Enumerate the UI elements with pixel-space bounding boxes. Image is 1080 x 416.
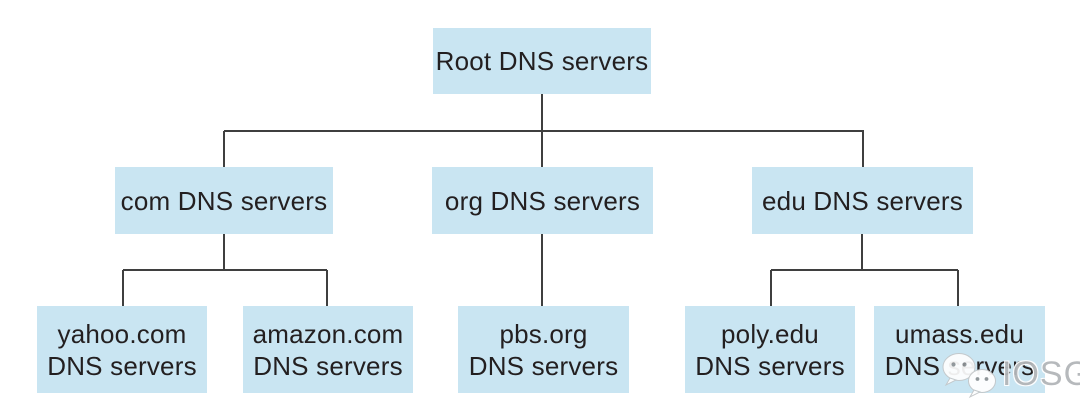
node-label-line1: amazon.com: [252, 318, 404, 349]
node-edu-dns-servers: edu DNS servers: [752, 167, 973, 234]
node-poly-edu-dns-servers: poly.edu DNS servers: [685, 306, 855, 393]
node-label: edu DNS servers: [762, 185, 963, 216]
node-label: org DNS servers: [444, 185, 641, 216]
node-label-line2: DNS servers: [253, 350, 403, 381]
node-label-line1: poly.edu: [721, 318, 819, 349]
node-label-line2: DNS servers: [695, 350, 845, 381]
node-label-line1: umass.edu: [895, 318, 1024, 349]
node-root-dns-servers: Root DNS servers: [433, 28, 651, 94]
node-label-line1: yahoo.com: [57, 318, 187, 349]
node-yahoo-com-dns-servers: yahoo.com DNS servers: [37, 306, 207, 393]
node-org-dns-servers: org DNS servers: [432, 167, 653, 234]
node-amazon-com-dns-servers: amazon.com DNS servers: [243, 306, 413, 393]
node-label-line2: DNS servers: [468, 350, 619, 381]
node-label-line2: DNS servers: [47, 350, 197, 381]
watermark: IOSG: [938, 348, 1080, 400]
watermark-text: IOSG: [1002, 355, 1080, 393]
wechat-icon: [942, 353, 996, 399]
node-label: com DNS servers: [120, 185, 328, 216]
node-label: Root DNS servers: [435, 46, 649, 76]
node-label-line1: pbs.org: [499, 318, 588, 349]
node-com-dns-servers: com DNS servers: [115, 167, 333, 234]
node-pbs-org-dns-servers: pbs.org DNS servers: [458, 306, 629, 393]
